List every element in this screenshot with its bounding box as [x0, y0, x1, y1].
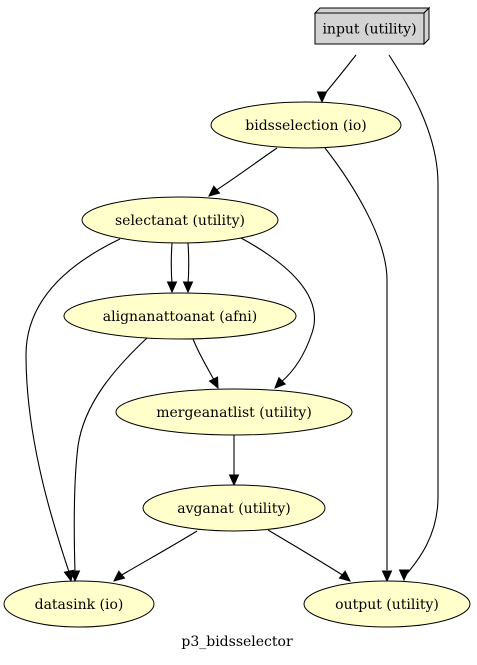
graph-title: p3_bidsselector — [181, 634, 293, 650]
node-input-box — [314, 12, 425, 45]
node-input: input (utility) — [313, 6, 431, 46]
node-input-label: input (utility) — [322, 22, 416, 38]
node-mergeanatlist: mergeanatlist (utility) — [115, 388, 353, 436]
edge-avganat-to-datasink — [119, 530, 198, 577]
node-selectanat-label: selectanat (utility) — [115, 213, 245, 229]
edge-selectanat-to-datasink — [25, 238, 121, 573]
edge-alignanattoanat-to-datasink — [73, 337, 148, 573]
arrowhead-input-to-output — [398, 569, 410, 582]
arrowhead-mergeanatlist-to-avganat — [228, 474, 240, 487]
node-bidsselection-label: bidsselection (io) — [245, 118, 367, 134]
arrowhead-alignanattoanat-to-datasink — [69, 570, 81, 583]
edge-selectanat-to-alignanattoanat — [170, 242, 173, 285]
node-input-box-side — [423, 6, 430, 46]
node-selectanat: selectanat (utility) — [81, 196, 279, 244]
nodes-layer: input (utility) bidsselection (io) selecta… — [3, 6, 471, 628]
node-bidsselection-ellipse — [210, 101, 402, 149]
edge-input-to-bidsselection — [321, 54, 357, 98]
node-output-ellipse — [303, 580, 471, 628]
node-bidsselection: bidsselection (io) — [210, 101, 402, 149]
arrowhead-selectanat-to-mergeanatlist — [274, 376, 287, 389]
arrowhead-input-to-bidsselection — [316, 91, 328, 104]
edge-alignanattoanat-to-mergeanatlist — [192, 338, 215, 381]
node-avganat: avganat (utility) — [142, 484, 326, 532]
node-alignanattoanat-label: alignanattoanat (afni) — [103, 309, 257, 325]
edge-selectanat-to-alignanattoanat — [187, 242, 190, 285]
edge-avganat-to-output — [267, 529, 345, 577]
arrowhead-avganat-to-datasink — [113, 570, 126, 582]
node-mergeanatlist-ellipse — [115, 388, 353, 436]
node-output-label: output (utility) — [335, 597, 439, 613]
node-avganat-label: avganat (utility) — [177, 501, 291, 517]
node-output: output (utility) — [303, 580, 471, 628]
arrowhead-bidsselection-to-selectanat — [208, 185, 221, 197]
node-datasink-label: datasink (io) — [35, 597, 124, 613]
node-alignanattoanat-ellipse — [63, 292, 297, 340]
node-input-box-top — [313, 7, 431, 14]
arrowhead-selectanat-to-alignanattoanat — [166, 281, 178, 294]
node-mergeanatlist-label: mergeanatlist (utility) — [156, 405, 312, 421]
node-alignanattoanat: alignanattoanat (afni) — [63, 292, 297, 340]
edges-layer — [25, 54, 439, 583]
arrowhead-alignanattoanat-to-mergeanatlist — [208, 376, 219, 390]
edge-input-to-output — [388, 54, 439, 578]
arrowhead-selectanat-to-alignanattoanat — [182, 281, 194, 294]
node-datasink: datasink (io) — [3, 580, 155, 628]
edge-bidsselection-to-selectanat — [214, 147, 278, 192]
arrowhead-bidsselection-to-output — [381, 570, 393, 583]
node-datasink-ellipse — [3, 580, 155, 628]
node-avganat-ellipse — [142, 484, 326, 532]
arrowhead-avganat-to-output — [338, 570, 351, 582]
node-selectanat-ellipse — [81, 196, 279, 244]
edge-selectanat-to-mergeanatlist — [240, 237, 315, 384]
edge-bidsselection-to-output — [324, 147, 388, 570]
